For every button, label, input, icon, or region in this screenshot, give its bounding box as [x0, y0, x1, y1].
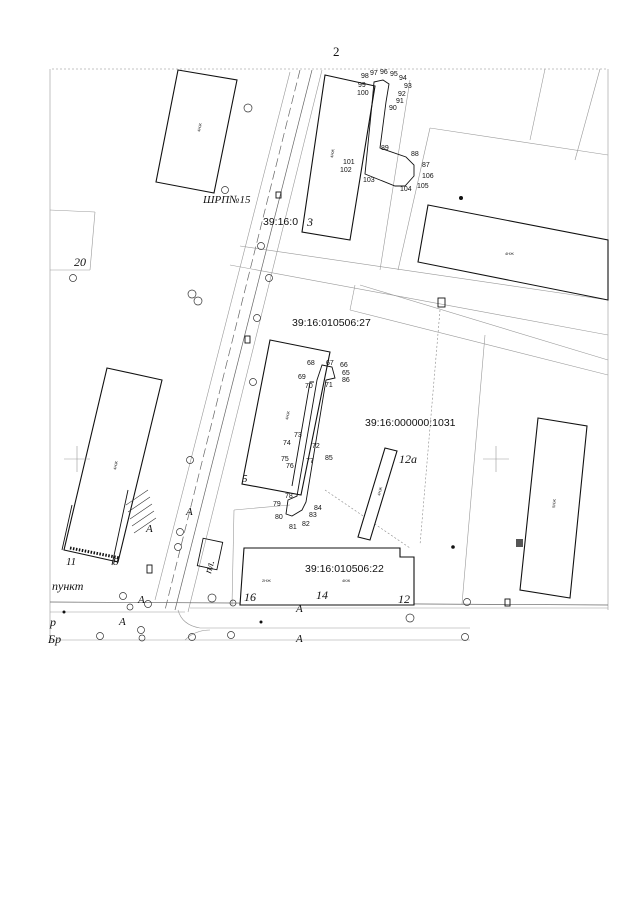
street-mark: А: [185, 506, 193, 518]
grid-crosses: [64, 446, 509, 472]
building-label: 4НЖ: [112, 460, 119, 470]
boundary-point-66: 66: [340, 362, 348, 369]
boundary-point-98: 98: [361, 73, 369, 80]
square-label: пл.: [202, 559, 217, 575]
street-fragment: Бр: [47, 632, 61, 646]
boundary-point-97: 97: [370, 70, 378, 77]
house-number: 14: [316, 588, 328, 602]
boundary-point-78: 78: [285, 493, 293, 500]
boundary-point-73: 73: [294, 432, 302, 439]
boundary-point-96: 96: [380, 69, 388, 76]
boundary-point-84: 84: [314, 505, 322, 512]
boundary-point-87: 87: [422, 162, 430, 169]
boundary-point-69: 69: [298, 374, 306, 381]
building-label: 4НЖ: [284, 410, 291, 420]
boundary-point-104: 104: [400, 186, 412, 193]
building-label: 5НЖ: [551, 499, 557, 509]
parcel-outline-center: [285, 364, 336, 517]
boundary-point-76: 76: [286, 463, 294, 470]
house-number: 8: [113, 556, 119, 568]
parcel-boundaries: [49, 68, 609, 606]
house-number: 3: [306, 215, 313, 229]
boundary-point-70: 70: [305, 383, 313, 390]
street-mark: А: [137, 594, 145, 606]
boundary-point-101: 101: [343, 159, 355, 166]
parcel-number: 39:16:000000:1031: [365, 417, 456, 429]
house-number: 16: [244, 590, 256, 604]
building-label: 4НЖ: [376, 486, 383, 496]
kiosks: [146, 191, 511, 607]
building-12a: 4НЖ: [357, 447, 398, 541]
boundary-point-99: 99: [358, 82, 366, 89]
parcel-number: 39:16:010506:22: [305, 563, 384, 575]
map-dots: [62, 196, 463, 624]
boundary-point-83: 83: [309, 512, 317, 519]
street-mark: А: [118, 616, 126, 628]
boundary-point-105: 105: [417, 183, 429, 190]
building-west: 4НЖ: [63, 367, 163, 563]
boundary-point-81: 81: [289, 524, 297, 531]
boundary-point-75: 75: [281, 456, 289, 463]
house-number: 12а: [399, 452, 417, 466]
main-street: [154, 69, 323, 613]
gas-point-label: ШРП№15: [202, 194, 251, 206]
boundary-point-82: 82: [302, 521, 310, 528]
boundary-point-77: 77: [306, 458, 314, 465]
bottom-road: [49, 601, 609, 641]
building-label: 4НЖ: [505, 251, 514, 256]
boundary-point-94: 94: [399, 75, 407, 82]
boundary-point-92: 92: [398, 91, 406, 98]
parcel-number: 39:16:0: [263, 216, 298, 228]
building-label: 4КЖ: [342, 578, 351, 583]
page-number: 2: [333, 44, 340, 59]
house-number: 12: [398, 592, 410, 606]
fence-hatching: [61, 489, 157, 566]
boundary-point-79: 79: [273, 501, 281, 508]
building-label: 2НЖ: [262, 578, 271, 583]
house-number: 5: [242, 473, 248, 485]
building-north: 4НЖ: [301, 74, 376, 241]
boundary-point-95: 95: [390, 71, 398, 78]
parcel-outline-north: [364, 79, 415, 187]
street-mark: А: [145, 523, 153, 535]
boundary-point-85: 85: [325, 455, 333, 462]
building-east: 4НЖ: [417, 204, 609, 301]
boundary-point-88: 88: [411, 151, 419, 158]
building-se: 5НЖ: [516, 417, 588, 599]
parcel-number: 39:16:010506:27: [292, 317, 371, 329]
boundary-point-72: 72: [312, 443, 320, 450]
boundary-point-89: 89: [381, 145, 389, 152]
boundary-point-86: 86: [342, 377, 350, 384]
building-center: 4НЖ: [241, 339, 331, 496]
house-number: 11: [66, 556, 76, 568]
boundary-point-90: 90: [389, 105, 397, 112]
building-label: 4НЖ: [329, 148, 336, 158]
building-nw: 4НЖ: [155, 69, 238, 194]
boundary-point-93: 93: [404, 83, 412, 90]
boundary-point-100: 100: [357, 90, 369, 97]
boundary-point-67: 67: [326, 360, 334, 367]
building-label: 4НЖ: [196, 122, 203, 132]
boundary-point-106: 106: [422, 173, 434, 180]
street-mark: А: [295, 633, 303, 645]
boundary-point-103: 103: [363, 177, 375, 184]
boundary-point-102: 102: [340, 167, 352, 174]
boundary-point-80: 80: [275, 514, 283, 521]
boundary-point-65: 65: [342, 370, 350, 377]
boundary-point-71: 71: [325, 382, 333, 389]
point-label: пункт: [52, 579, 84, 593]
boundary-point-91: 91: [396, 98, 404, 105]
boundary-point-68: 68: [307, 360, 315, 367]
street-mark: А: [295, 603, 303, 615]
house-number: 20: [74, 255, 86, 269]
street-fragment: р: [49, 615, 56, 629]
building-south: 2НЖ 4КЖ: [239, 547, 415, 606]
boundary-point-74: 74: [283, 440, 291, 447]
map-symbols: [69, 103, 471, 642]
